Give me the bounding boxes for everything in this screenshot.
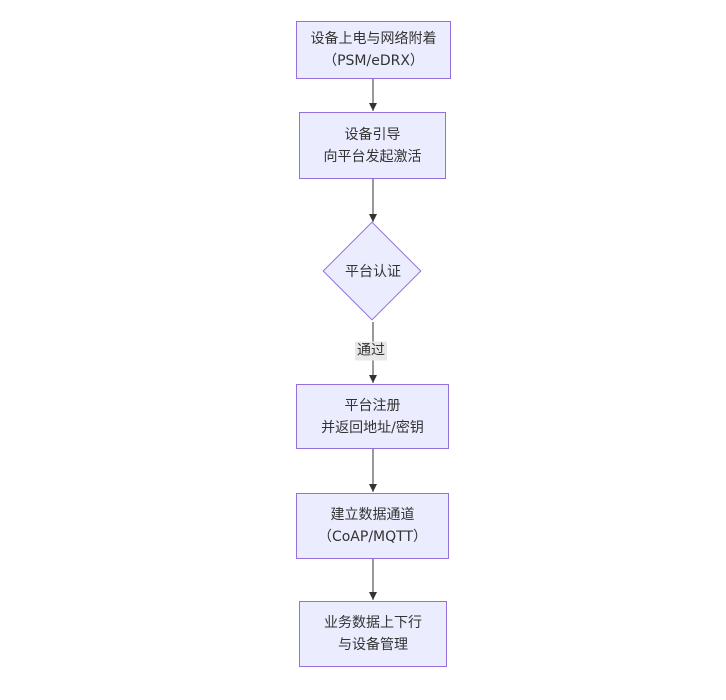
node-device-power-attach-label: 设备上电与网络附着 （PSM/eDRX） bbox=[310, 31, 437, 69]
node-data-channel-label: 建立数据通道 （CoAP/MQTT） bbox=[317, 507, 428, 545]
node-platform-register-label: 平台注册 并返回地址/密钥 bbox=[321, 397, 424, 436]
node-platform-register: 平台注册 并返回地址/密钥 bbox=[296, 384, 449, 449]
node-business-data: 业务数据上下行 与设备管理 bbox=[299, 601, 447, 667]
edge-label-pass: 通过 bbox=[355, 341, 387, 361]
decision-platform-auth-label: 平台认证 bbox=[345, 264, 401, 280]
node-data-channel: 建立数据通道 （CoAP/MQTT） bbox=[296, 493, 449, 559]
node-business-data-label: 业务数据上下行 与设备管理 bbox=[324, 615, 422, 653]
node-device-bootstrap: 设备引导 向平台发起激活 bbox=[299, 112, 446, 179]
node-device-power-attach: 设备上电与网络附着 （PSM/eDRX） bbox=[296, 21, 451, 79]
node-device-bootstrap-label: 设备引导 向平台发起激活 bbox=[323, 126, 422, 165]
